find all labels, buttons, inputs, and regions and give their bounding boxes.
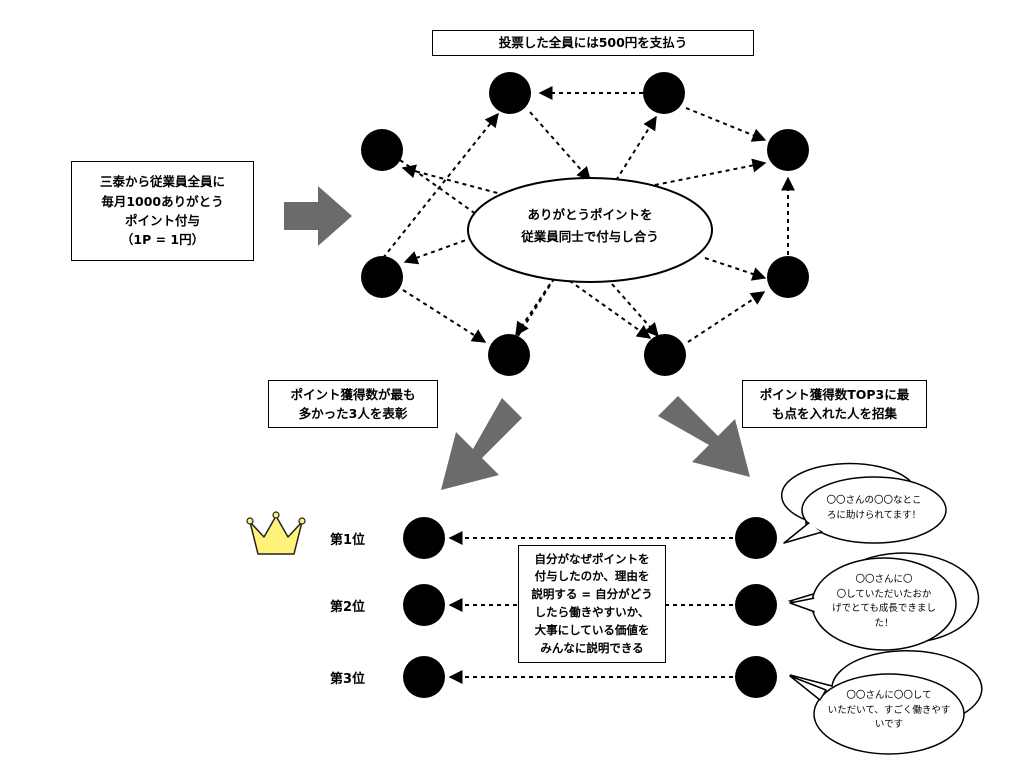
mid-left-label-box: ポイント獲得数が最も 多かった3人を表彰	[268, 380, 438, 428]
node-7	[488, 334, 530, 376]
speech-bubble-1-text: 〇〇さんの〇〇なとこ ろに助けられてます！	[826, 495, 922, 521]
voter-node-1	[735, 517, 777, 559]
node-1	[489, 72, 531, 114]
mid-right-label-box: ポイント獲得数TOP3に最 も点を入れた人を招集	[742, 380, 927, 428]
arrow-e-n8	[401, 164, 506, 196]
speech-bubble-3-tail	[789, 675, 827, 701]
speech-bubble-tails	[783, 521, 827, 701]
center-label: ありがとうポイントを 従業員同士で付与し合う	[521, 207, 659, 244]
ranking-arrows	[448, 531, 733, 684]
bottom-center-label-box: 自分がなぜポイントを 付与したのか、理由を 説明する = 自分がどう したら働き…	[518, 545, 666, 663]
arrow-e-n6	[403, 234, 481, 265]
winner-node-2	[403, 584, 445, 626]
rank-2-label: 第2位	[330, 600, 366, 615]
node-3	[767, 129, 809, 171]
arrow-e-n7	[515, 283, 551, 337]
arrow-n5-n4	[687, 291, 766, 343]
bottom-center-label: 自分がなぜポイントを 付与したのか、理由を 説明する = 自分がどう したら働き…	[531, 551, 653, 655]
top-label: 投票した全員には500円を支払う	[498, 35, 688, 51]
network-nodes	[361, 72, 809, 376]
arrow-down-right-icon	[658, 396, 750, 477]
node-2	[643, 72, 685, 114]
center-ellipse	[467, 177, 713, 283]
winner-node-3	[403, 656, 445, 698]
voter-node-3	[735, 656, 777, 698]
arrow-n6-n7	[402, 289, 487, 343]
winner-node-1	[403, 517, 445, 559]
network-arrows	[382, 86, 795, 343]
rank-1-label: 第1位	[330, 533, 366, 548]
left-label: 三泰から従業員全員に 毎月1000ありがとう ポイント付与 （1P = 1円）	[99, 174, 225, 248]
node-4	[767, 256, 809, 298]
speech-bubble-2-text: 〇〇さんに〇 〇していただいたおか げでとても成長できまし た！	[832, 574, 936, 630]
top-label-box: 投票した全員には500円を支払う	[432, 30, 754, 56]
ranking-nodes	[403, 517, 777, 698]
mid-right-label: ポイント獲得数TOP3に最 も点を入れた人を招集	[759, 386, 910, 421]
left-label-box: 三泰から従業員全員に 毎月1000ありがとう ポイント付与 （1P = 1円）	[71, 161, 254, 261]
rank-3-label: 第3位	[330, 672, 366, 687]
arrow-right-icon	[284, 186, 352, 246]
arrow-n8-n1	[529, 111, 591, 182]
crown-icon	[246, 511, 306, 555]
speech-bubble-3-text: 〇〇さんに〇〇して いただいて、すごく働きやす いです	[827, 690, 951, 731]
mid-left-label: ポイント獲得数が最も 多かった3人を表彰	[290, 386, 416, 421]
arrow-down-left-icon	[441, 398, 522, 490]
voter-node-2	[735, 584, 777, 626]
arrow-e-n4	[704, 257, 767, 281]
arrow-n6-n1	[382, 112, 499, 259]
grey-arrows	[284, 186, 750, 490]
arrow-n2-n3	[685, 107, 767, 142]
arrow-e-n3	[654, 158, 767, 186]
node-5	[644, 334, 686, 376]
node-6	[361, 256, 403, 298]
node-8	[361, 129, 403, 171]
